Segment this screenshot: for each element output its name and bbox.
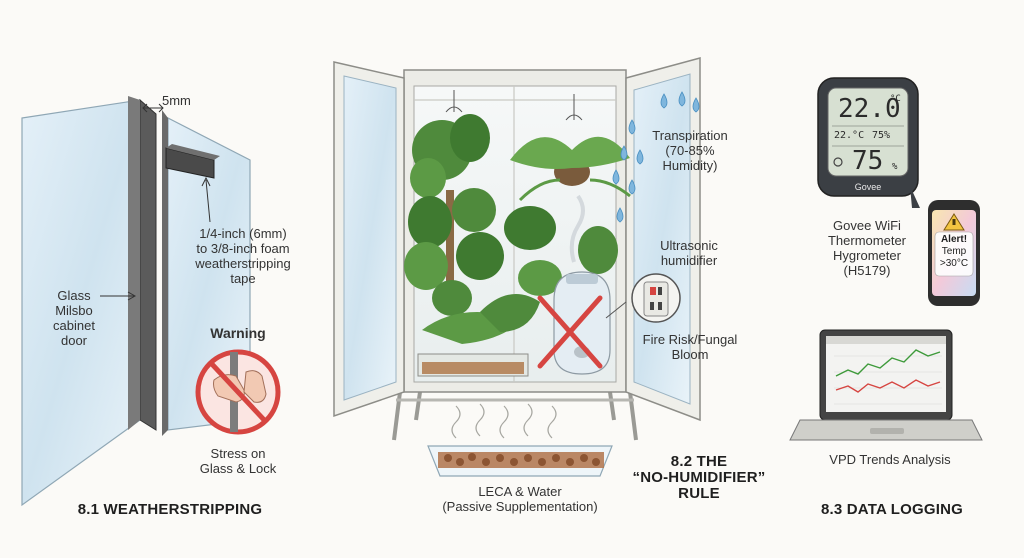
display-humid-main: 75 [852,146,884,176]
frame-edge-right [162,110,168,436]
laptop-chart [789,329,983,441]
humidifier-label: Ultrasonic humidifier [660,238,718,268]
door-glass-left [343,75,397,401]
gap-arrows [142,103,164,113]
door-glass-right [633,73,691,405]
fire-risk-label: Fire Risk/Fungal Bloom [642,332,738,362]
warning-title: Warning [210,325,266,341]
warning-caption: Stress on Glass & Lock [199,446,277,476]
monstera-plant [404,188,504,316]
tape-pointer [205,179,211,223]
section-title-no-humidifier: 8.2 THE “NO-HUMIDIFIER” RULE [632,453,766,502]
transpiration-droplets [612,91,700,223]
cabinet-illustration [333,57,701,477]
warning-no-press-icon [195,349,281,435]
right-plants [504,206,618,296]
section-title-data-logging: 8.3 DATA LOGGING [820,501,964,518]
data-logging-illustration [789,77,983,441]
weatherstripping-illustration [21,96,281,507]
display-temp-unit: °C [890,94,901,104]
tape-label: 1/4-inch (6mm) to 3/8-inch foam weathers… [195,226,291,286]
laptop-caption: VPD Trends Analysis [829,452,951,467]
transpiration-label: Transpiration (70-85% Humidity) [652,128,728,173]
gap-label: 5mm [162,93,191,108]
cabinet-legs [392,391,638,441]
no-humidifier-cross [537,295,603,369]
device-label: Govee WiFi Thermometer Hygrometer (H5179… [827,218,907,278]
foam-tape-top [166,144,220,160]
planter-tray [417,294,540,377]
leca-water-tray [427,403,613,477]
leca-label: LECA & Water (Passive Supplementation) [442,484,598,514]
hanging-plant-left [410,90,490,198]
hanging-fern [510,94,631,202]
frame-side-left [128,96,140,430]
frame-edge-left [139,98,157,431]
glass-door-label: Glass Milsbo cabinet door [53,288,95,348]
display-humid-unit: % [892,162,898,172]
section-title-weatherstripping: 8.1 WEATHERSTRIPPING [77,501,263,518]
phone-alert-text: Alert! Temp >30°C [939,234,969,269]
ultrasonic-humidifier [553,194,611,375]
display-temp-small: 22.°C [834,130,865,141]
hygrometer-device [817,77,920,208]
display-temp-main: 22.0 [838,94,901,124]
device-brand: Govee [854,182,882,192]
phone-alert [928,200,980,306]
display-humid-small: 75% [872,130,891,141]
outlet-callout [605,273,681,323]
